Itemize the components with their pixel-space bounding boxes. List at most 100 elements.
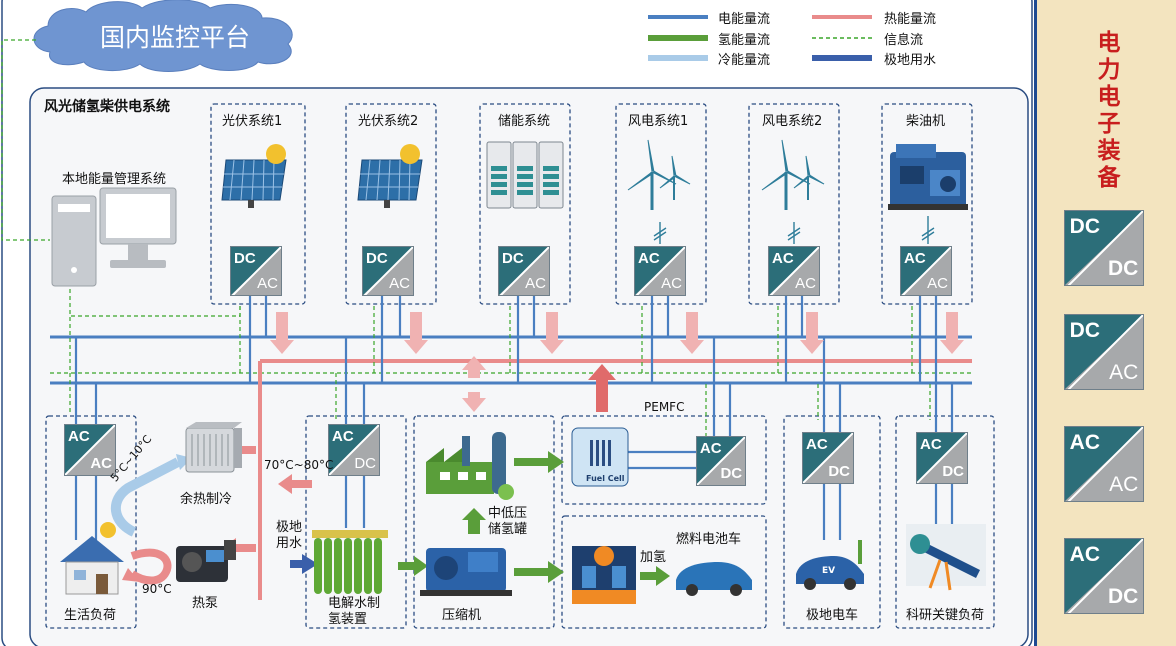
converter-divider	[769, 247, 819, 296]
heat-pump-label: 热泵	[192, 596, 219, 611]
side-converter-ac-dc-bot: DC	[1107, 584, 1139, 608]
local-ems-label: 本地能量管理系统	[62, 172, 167, 187]
converter-electrolyzer-top: AC	[332, 428, 354, 445]
converter-divider	[65, 425, 115, 475]
converter-electrolyzer-bot: DC	[354, 455, 376, 472]
converter-living-top: AC	[68, 428, 90, 445]
system-frame	[29, 87, 1029, 646]
side-converter-dc-ac[interactable]: DC AC	[1064, 314, 1144, 390]
converter-divider	[329, 425, 379, 475]
fuel-cell-car-icon	[676, 562, 752, 596]
converter-ev-bot: DC	[828, 463, 850, 480]
heat-pump-temp-label: 90°C	[142, 582, 172, 596]
converter-divider	[635, 247, 685, 296]
pemfc-label: PEMFC	[644, 400, 685, 414]
hydrogen-plant-icon	[426, 432, 514, 500]
compressor-icon	[420, 548, 512, 596]
telescope-icon	[906, 524, 986, 591]
tank-label: 中低压储氢罐	[488, 506, 528, 537]
converter-divider	[901, 247, 951, 296]
converter-divider	[363, 247, 413, 296]
info-flow-line	[1, 39, 50, 241]
converter-pv1[interactable]: DC AC	[230, 246, 282, 296]
polar-water-label: 极地用水	[276, 520, 303, 551]
legend-label-water: 极地用水	[884, 53, 937, 68]
converter-storage-top: DC	[502, 249, 524, 267]
electrolyzer-label: 电解水制氢装置	[328, 596, 381, 627]
converter-ev[interactable]: AC DC	[802, 432, 854, 484]
converter-pv2-top: DC	[366, 249, 388, 267]
fcv-label: 燃料电池车	[676, 532, 742, 547]
converter-wind2[interactable]: AC AC	[768, 246, 820, 296]
side-panel-title: 电力电子装备	[1097, 30, 1121, 191]
converter-divider	[697, 437, 745, 485]
refuel-label: 加氢	[640, 550, 667, 565]
converter-fuel-cell[interactable]: AC DC	[696, 436, 746, 486]
side-converter-ac-dc[interactable]: AC DC	[1064, 538, 1144, 614]
wind-turbine-icon-1	[627, 139, 691, 210]
converter-pv1-bot: AC	[257, 275, 278, 293]
wind-turbine-icon-2	[761, 139, 825, 210]
converter-research[interactable]: AC DC	[916, 432, 968, 484]
source-label-diesel: 柴油机	[906, 114, 946, 129]
side-converter-ac-dc-top: AC	[1069, 543, 1101, 567]
converter-electrolyzer[interactable]: AC DC	[328, 424, 380, 476]
fuel-cell-icon	[571, 427, 629, 487]
diesel-engine-icon	[888, 144, 968, 210]
solar-panel-icon-1	[221, 144, 287, 208]
converter-research-bot: DC	[942, 463, 964, 480]
converter-diesel-bot: AC	[927, 275, 948, 293]
legend-label-thermal: 热能量流	[884, 12, 937, 27]
side-converter-dc-ac-top: DC	[1069, 319, 1101, 343]
side-converter-dc-dc-bot: DC	[1107, 256, 1139, 280]
source-label-pv1: 光伏系统1	[222, 114, 283, 129]
side-converter-dc-dc[interactable]: DC DC	[1064, 210, 1144, 286]
legend-label-electric: 电能量流	[718, 12, 771, 27]
converter-wind2-bot: AC	[795, 275, 816, 293]
refuel-station-icon	[572, 546, 636, 604]
source-label-storage: 储能系统	[498, 114, 551, 129]
converter-pv1-top: DC	[234, 249, 256, 267]
converter-wind1[interactable]: AC AC	[634, 246, 686, 296]
converter-pv2[interactable]: DC AC	[362, 246, 414, 296]
converter-pv2-bot: AC	[389, 275, 410, 293]
side-converter-ac-ac-top: AC	[1069, 431, 1101, 455]
converter-storage-bot: AC	[525, 275, 546, 293]
side-converter-ac-ac[interactable]: AC AC	[1064, 426, 1144, 502]
converter-divider	[1065, 315, 1143, 390]
battery-icon	[486, 141, 564, 209]
converter-fuel-cell-top: AC	[699, 439, 722, 457]
living-load-label: 生活负荷	[64, 608, 117, 623]
converter-divider	[917, 433, 967, 483]
source-label-pv2: 光伏系统2	[358, 114, 419, 129]
side-converter-ac-ac-bot: AC	[1109, 472, 1139, 496]
legend-label-hydrogen: 氢能量流	[718, 33, 771, 48]
converter-living[interactable]: AC AC	[64, 424, 116, 476]
computer-icon	[51, 187, 177, 287]
converter-divider	[231, 247, 281, 296]
converter-research-top: AC	[920, 436, 942, 453]
converter-wind1-bot: AC	[661, 275, 682, 293]
chiller-icon	[185, 422, 242, 473]
converter-divider	[1065, 539, 1143, 614]
heat-pump-icon	[176, 540, 236, 582]
converter-storage[interactable]: DC AC	[498, 246, 550, 296]
house-icon	[60, 522, 124, 595]
compressor-label: 压缩机	[442, 608, 482, 623]
legend-label-cold: 冷能量流	[718, 53, 771, 68]
converter-divider	[803, 433, 853, 483]
side-converter-dc-dc-top: DC	[1069, 215, 1101, 239]
system-title: 风光储氢柴供电系统	[44, 99, 170, 115]
electrolyzer-icon	[312, 530, 388, 594]
converter-diesel-top: AC	[904, 249, 926, 267]
converter-ev-top: AC	[806, 436, 828, 453]
converter-divider	[1065, 211, 1143, 286]
converter-wind2-top: AC	[772, 249, 794, 267]
fuel-cell-label: Fuel Cell	[586, 474, 625, 483]
converter-living-bot: AC	[90, 455, 112, 472]
converter-diesel[interactable]: AC AC	[900, 246, 952, 296]
legend-label-info: 信息流	[884, 33, 924, 48]
ev-label: 极地电车	[806, 608, 859, 623]
source-label-wind1: 风电系统1	[628, 114, 689, 129]
